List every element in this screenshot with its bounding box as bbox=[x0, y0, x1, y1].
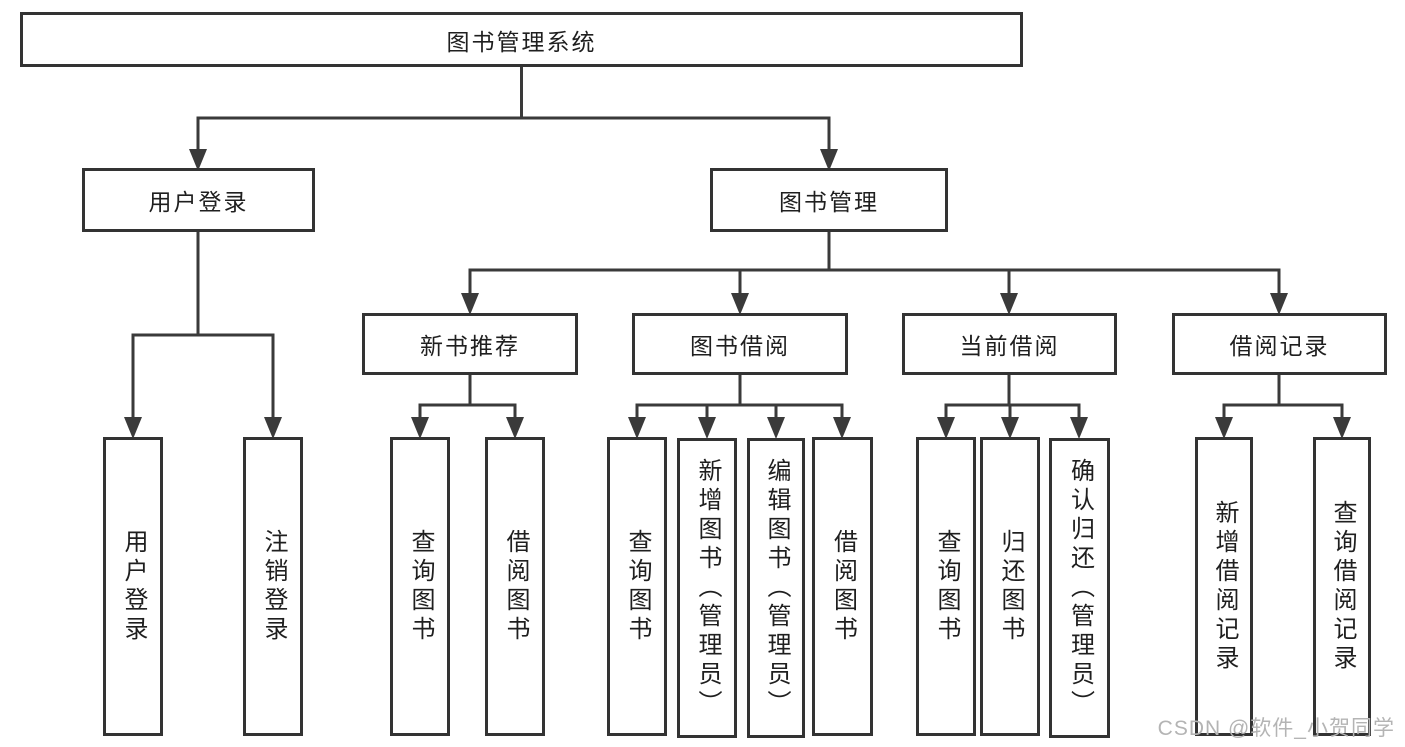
node-book-borrowing: 图书借阅 bbox=[632, 313, 848, 375]
node-add-borrow-record: 新增借阅记录 bbox=[1195, 437, 1253, 736]
node-user-login-leaf: 用户登录 bbox=[103, 437, 163, 736]
node-query-borrow-record: 查询借阅记录 bbox=[1313, 437, 1371, 736]
csdn-watermark: CSDN @软件_小贺同学 bbox=[1157, 717, 1395, 740]
node-confirm-return-admin: 确认归还（管理员） bbox=[1049, 438, 1110, 738]
node-borrowing-records: 借阅记录 bbox=[1172, 313, 1387, 375]
node-add-book-admin: 新增图书（管理员） bbox=[677, 438, 737, 738]
node-library-system: 图书管理系统 bbox=[20, 12, 1023, 67]
node-library-system-label: 图书管理系统 bbox=[446, 28, 597, 55]
node-user-login-label: 用户登录 bbox=[148, 189, 249, 215]
node-logout: 注销登录 bbox=[243, 437, 303, 736]
node-return-book: 归还图书 bbox=[980, 437, 1040, 736]
node-edit-book-admin: 编辑图书（管理员） bbox=[747, 438, 805, 738]
node-query-books-3: 查询图书 bbox=[916, 437, 976, 736]
node-borrow-books-1: 借阅图书 bbox=[485, 437, 545, 736]
node-book-management-label: 图书管理 bbox=[779, 189, 879, 215]
arrowhead-icons bbox=[124, 149, 1351, 439]
node-query-books-1: 查询图书 bbox=[390, 437, 450, 736]
node-borrow-books-2: 借阅图书 bbox=[812, 437, 873, 736]
node-new-book-recommendation: 新书推荐 bbox=[362, 313, 578, 375]
node-current-borrowing: 当前借阅 bbox=[902, 313, 1117, 375]
node-book-management: 图书管理 bbox=[710, 168, 948, 232]
node-query-books-2: 查询图书 bbox=[607, 437, 667, 736]
node-user-login: 用户登录 bbox=[82, 168, 315, 232]
